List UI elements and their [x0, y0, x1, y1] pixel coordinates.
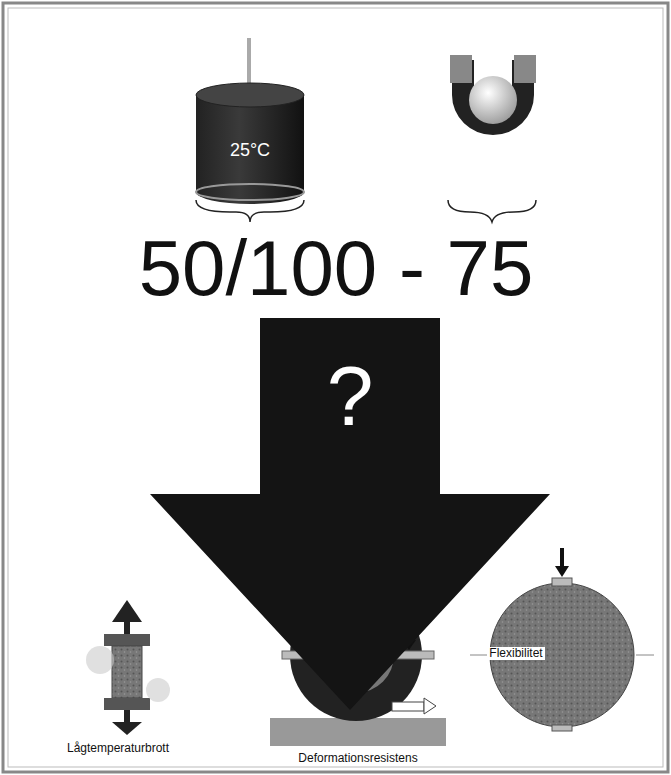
caption-label: Deformationsresistens	[298, 752, 417, 765]
caption-label: Lågtemperaturbrott	[67, 742, 169, 755]
penetration-cylinder: 25°C	[196, 120, 304, 180]
caption-label: Flexibilitet	[487, 647, 544, 660]
grade-designation: 50/100 - 75	[139, 226, 534, 312]
node-text: ?	[327, 348, 374, 445]
node-text: 25°C	[230, 140, 270, 161]
